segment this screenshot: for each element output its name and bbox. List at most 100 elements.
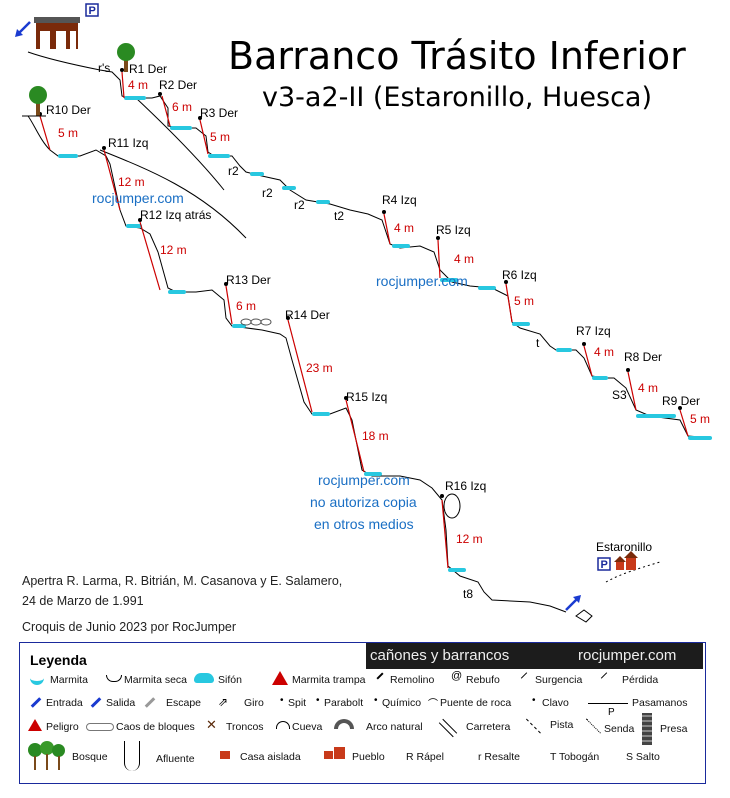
legend-title: Leyenda bbox=[30, 652, 87, 668]
rappel-label: R13 Der bbox=[226, 273, 271, 287]
page-subtitle: v3-a2-II (Estaronillo, Huesca) bbox=[262, 82, 653, 113]
watermark-text: rocjumper.com bbox=[318, 472, 410, 488]
credits-line: Apertra R. Larma, R. Bitrián, M. Casanov… bbox=[22, 574, 343, 588]
village-icon bbox=[324, 745, 346, 759]
svg-text:P: P bbox=[601, 559, 608, 571]
legend-label: Afluente bbox=[156, 753, 195, 765]
feature-label: r2 bbox=[228, 164, 239, 178]
exit-icon bbox=[90, 697, 102, 708]
tributary-icon bbox=[124, 741, 140, 771]
rappel-length: 12 m bbox=[456, 532, 483, 546]
road-icon bbox=[438, 718, 458, 738]
legend-label: Cueva bbox=[292, 721, 323, 733]
watermark-text: en otros medios bbox=[314, 516, 414, 532]
spit-icon: • bbox=[280, 695, 284, 706]
village-label: Estaronillo bbox=[596, 540, 652, 554]
handline-icon bbox=[588, 703, 628, 704]
legend-label: Bosque bbox=[72, 751, 108, 763]
legend-label: Químico bbox=[382, 697, 422, 709]
rappel-label: R7 Izq bbox=[576, 324, 611, 338]
rappel-length: 23 m bbox=[306, 361, 333, 375]
rappel-length: 4 m bbox=[454, 252, 474, 266]
trap-pool-icon bbox=[272, 671, 288, 685]
legend-label: Salida bbox=[106, 697, 136, 709]
track-icon bbox=[523, 718, 541, 737]
legend-label: Parabolt bbox=[324, 697, 364, 709]
legend-label: Carretera bbox=[466, 721, 511, 733]
block-chaos-icon bbox=[86, 723, 114, 731]
pools bbox=[58, 96, 712, 572]
rappel-label: R11 Izq bbox=[108, 136, 148, 150]
rappel-label: R9 Der bbox=[662, 394, 700, 408]
watermark-text: no autoriza copia bbox=[310, 494, 417, 510]
legend-banner: cañones y barrancos rocjumper.com bbox=[366, 643, 703, 669]
trail-letter: P bbox=[608, 707, 615, 718]
banner-text: cañones y barrancos bbox=[370, 647, 510, 664]
backwash-icon: @ bbox=[451, 670, 463, 682]
piton-icon: • bbox=[532, 695, 536, 706]
ropes bbox=[39, 71, 689, 569]
rappel-length: 12 m bbox=[118, 175, 145, 189]
dry-pool-icon bbox=[106, 675, 122, 682]
rappel-label: R12 Izq atrás bbox=[140, 208, 211, 222]
legend-label: Troncos bbox=[226, 721, 264, 733]
feature-label: r2 bbox=[294, 198, 305, 212]
rappel-length: 12 m bbox=[160, 243, 187, 257]
rappel-length: 5 m bbox=[58, 126, 78, 140]
rappel-length: 6 m bbox=[236, 299, 256, 313]
cave-icon bbox=[276, 721, 290, 729]
entry-arrow-icon bbox=[15, 21, 31, 37]
feature-label: S3 bbox=[612, 388, 627, 402]
legend-label: Giro bbox=[244, 697, 264, 709]
legend-label: Marmita trampa bbox=[292, 674, 366, 686]
start-building-icon bbox=[34, 17, 80, 49]
legend-label: Senda bbox=[604, 723, 635, 735]
legend-label: Pasamanos bbox=[632, 697, 688, 709]
tree-icon bbox=[29, 86, 47, 116]
feature-label: t bbox=[536, 336, 540, 350]
rappel-length: 18 m bbox=[362, 429, 389, 443]
legend-label: Marmita seca bbox=[124, 674, 188, 686]
natural-arch-icon bbox=[443, 493, 461, 519]
giro-icon bbox=[575, 609, 593, 623]
legend-label: Pérdida bbox=[622, 674, 659, 686]
rappel-label: R5 Izq bbox=[436, 223, 471, 237]
legend-label: T Tobogán bbox=[550, 751, 600, 763]
feature-label: r2 bbox=[262, 186, 273, 200]
tree-icon bbox=[117, 43, 135, 72]
rappel-length: 4 m bbox=[394, 221, 414, 235]
legend-label: r Resalte bbox=[478, 751, 521, 763]
banner-text: rocjumper.com bbox=[578, 647, 677, 664]
rappel-label: R4 Izq bbox=[382, 193, 417, 207]
rappel-length: 5 m bbox=[514, 294, 534, 308]
watermark-text: rocjumper.com bbox=[92, 190, 184, 206]
legend-label: R Rápel bbox=[406, 751, 444, 763]
parabolt-icon: • bbox=[316, 695, 320, 706]
page-title: Barranco Trásito Inferior bbox=[228, 34, 686, 78]
canyon-sketch: P bbox=[15, 3, 713, 623]
rappel-length: 4 m bbox=[128, 78, 148, 92]
block-chaos-icon bbox=[240, 318, 272, 326]
rappel-length: 5 m bbox=[210, 130, 230, 144]
legend-label: Casa aislada bbox=[240, 751, 301, 763]
rappel-label: R2 Der bbox=[159, 78, 197, 92]
parking-icon: P bbox=[85, 3, 99, 17]
parking-letter: P bbox=[89, 5, 96, 17]
rappel-label: R14 Der bbox=[285, 308, 330, 322]
legend-label: Spit bbox=[288, 697, 307, 709]
marmita-icon bbox=[30, 675, 44, 685]
rappel-label: R1 Der bbox=[129, 62, 167, 76]
chemical-anchor-icon: • bbox=[374, 695, 378, 706]
rappel-label: R8 Der bbox=[624, 350, 662, 364]
spring-icon bbox=[520, 672, 528, 679]
natural-arch-icon bbox=[334, 719, 354, 729]
legend-label: Entrada bbox=[46, 697, 83, 709]
legend-label: Sifón bbox=[218, 674, 242, 686]
turn-icon: ⇗ bbox=[218, 695, 229, 709]
legend-label: Puente de roca bbox=[440, 697, 512, 709]
rappel-label: R15 Izq bbox=[346, 390, 387, 404]
legend-label: Pueblo bbox=[352, 751, 385, 763]
rappel-length: 4 m bbox=[594, 345, 614, 359]
whirlpool-icon bbox=[376, 672, 384, 680]
